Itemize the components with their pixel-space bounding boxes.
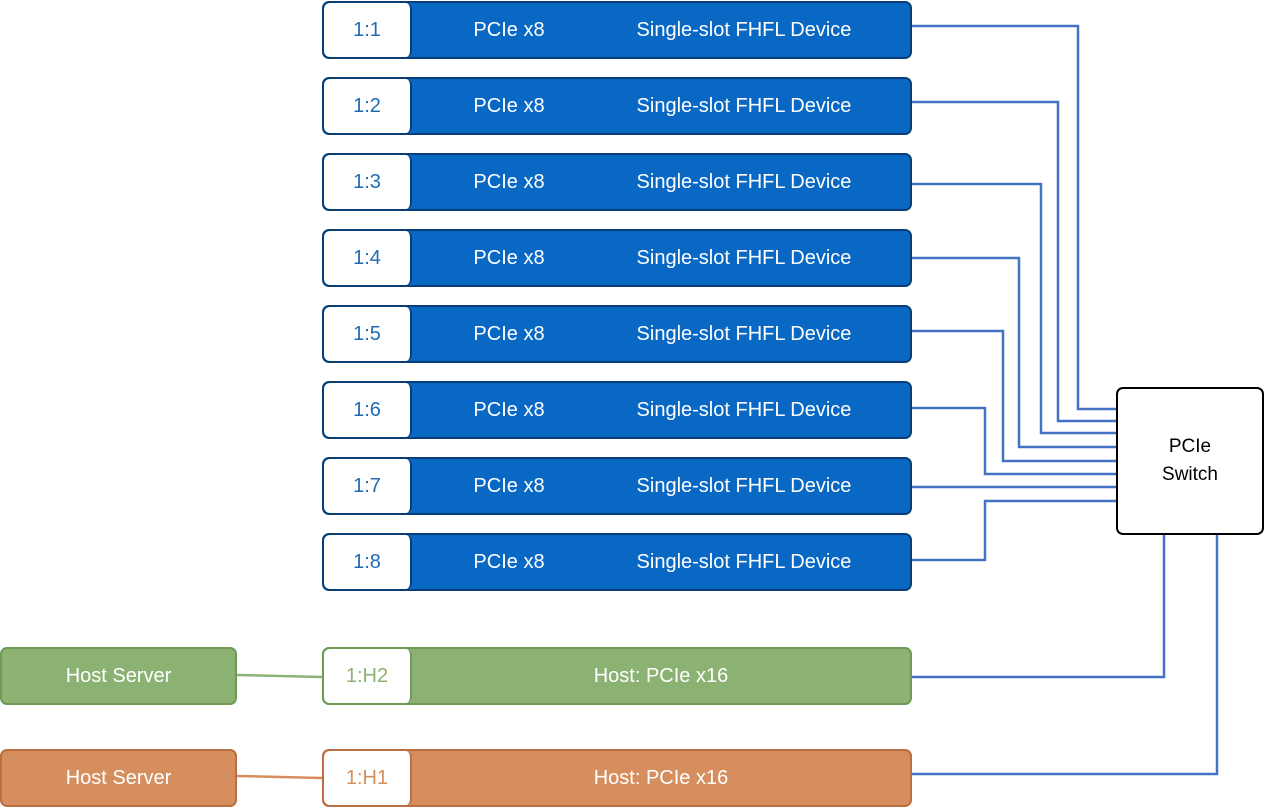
slot-description: Single-slot FHFL Device: [636, 170, 852, 193]
slot-description: Single-slot FHFL Device: [636, 474, 852, 497]
slot-description: Single-slot FHFL Device: [636, 246, 852, 269]
slot-id: 1:1: [324, 3, 412, 57]
slot-id: 1:8: [324, 535, 412, 589]
slot-id: 1:4: [324, 231, 412, 285]
wire-1-4: [912, 256, 1116, 449]
pcie-switch: PCIe Switch: [1116, 387, 1264, 535]
wire-1-8: [912, 499, 1116, 562]
device-slot-5: 1:5 PCIe x8 Single-slot FHFL Device: [322, 305, 912, 363]
slot-description: Single-slot FHFL Device: [636, 322, 852, 345]
slot-description: Single-slot FHFL Device: [636, 94, 852, 117]
wire-1-6: [912, 406, 1116, 476]
slot-host-label: Host: PCIe x16: [593, 664, 729, 687]
slot-id: 1:7: [324, 459, 412, 513]
slot-lane: PCIe x8: [473, 94, 545, 117]
device-slot-2: 1:2 PCIe x8 Single-slot FHFL Device: [322, 77, 912, 135]
device-slot-6: 1:6 PCIe x8 Single-slot FHFL Device: [322, 381, 912, 439]
slot-id: 1:6: [324, 383, 412, 437]
switch-label-line2: Switch: [1162, 464, 1218, 485]
switch-label-line1: PCIe: [1168, 436, 1212, 457]
device-slot-4: 1:4 PCIe x8 Single-slot FHFL Device: [322, 229, 912, 287]
slot-id: 1:2: [324, 79, 412, 133]
wire-1-5: [912, 329, 1116, 463]
device-slot-3: 1:3 PCIe x8 Single-slot FHFL Device: [322, 153, 912, 211]
slot-lane: PCIe x8: [473, 170, 545, 193]
wire-1-3: [912, 182, 1116, 435]
wire-host-h2: [912, 535, 1166, 679]
slot-host-label: Host: PCIe x16: [593, 766, 729, 789]
slot-description: Single-slot FHFL Device: [636, 550, 852, 573]
slot-id: 1:3: [324, 155, 412, 209]
host-server-green: Host Server: [0, 647, 237, 705]
host-slot-h1: 1:H1 Host: PCIe x16: [322, 749, 912, 807]
host-server-orange: Host Server: [0, 749, 237, 807]
slot-lane: PCIe x8: [473, 322, 545, 345]
slot-id: 1:H2: [324, 649, 412, 703]
slot-id: 1:H1: [324, 751, 412, 805]
host-slot-h2: 1:H2 Host: PCIe x16: [322, 647, 912, 705]
slot-description: Single-slot FHFL Device: [636, 398, 852, 421]
device-slot-1: 1:1 PCIe x8 Single-slot FHFL Device: [322, 1, 912, 59]
slot-lane: PCIe x8: [473, 18, 545, 41]
wire-server-orange: [236, 774, 323, 780]
wire-server-green: [236, 673, 323, 679]
slot-description: Single-slot FHFL Device: [636, 18, 852, 41]
wire-1-1: [912, 24, 1116, 411]
slot-lane: PCIe x8: [473, 474, 545, 497]
slot-lane: PCIe x8: [473, 398, 545, 421]
device-slot-8: 1:8 PCIe x8 Single-slot FHFL Device: [322, 533, 912, 591]
slot-lane: PCIe x8: [473, 246, 545, 269]
device-slot-7: 1:7 PCIe x8 Single-slot FHFL Device: [322, 457, 912, 515]
slot-lane: PCIe x8: [473, 550, 545, 573]
wire-host-h1: [912, 535, 1219, 776]
wire-1-2: [912, 100, 1116, 423]
slot-id: 1:5: [324, 307, 412, 361]
